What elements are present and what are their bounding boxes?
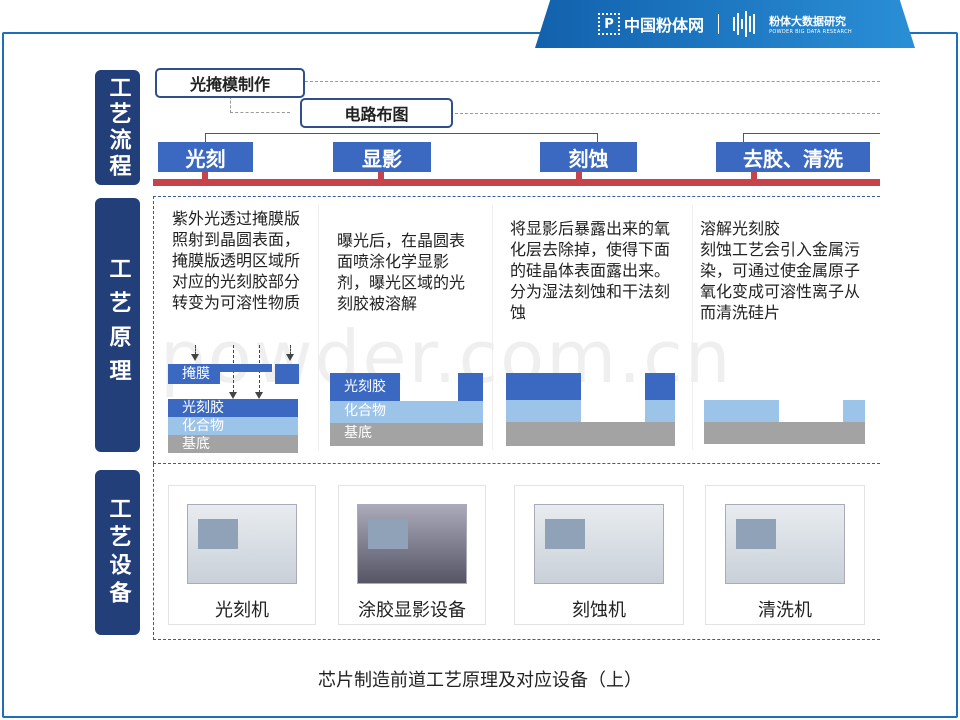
substrate-layer: 基底 bbox=[168, 435, 298, 453]
photoresist-remaining bbox=[458, 373, 483, 401]
equipment-label: 光刻机 bbox=[215, 600, 269, 621]
mask-making-box: 光掩模制作 bbox=[155, 68, 305, 98]
step-develop: 显影 bbox=[333, 142, 431, 172]
photoresist-layer: 光刻胶 bbox=[168, 399, 298, 417]
photoresist-layer: 光刻胶 bbox=[330, 373, 400, 401]
lithography-machine-image bbox=[187, 504, 297, 584]
compound-layer: 化合物 bbox=[330, 401, 483, 423]
watermark: powder.com.cn bbox=[160, 315, 733, 399]
bar-logo-icon bbox=[733, 11, 756, 37]
circuit-dashed-line bbox=[455, 113, 880, 114]
compound-layer bbox=[645, 400, 675, 422]
timeline-tick bbox=[202, 172, 208, 181]
section-principle-label: 工艺原理 bbox=[95, 198, 140, 452]
brand2-text: 粉体大数据研究 bbox=[769, 15, 847, 28]
equipment-area bbox=[153, 464, 880, 640]
principle-text-clean: 溶解光刻胶 刻蚀工艺会引入金属污染，可通过使金属原子氧化变成可溶性离子从而清洗硅… bbox=[700, 219, 861, 322]
separator bbox=[492, 205, 493, 450]
connector bbox=[230, 96, 290, 113]
timeline-tick bbox=[751, 172, 757, 181]
mask-layer-bridge bbox=[220, 364, 272, 372]
bracket-line bbox=[743, 133, 880, 143]
equipment-card-coater[interactable]: 涂胶显影设备 bbox=[338, 485, 486, 625]
coater-developer-image bbox=[357, 504, 467, 584]
divider bbox=[718, 14, 720, 34]
brand-logo-icon: P bbox=[598, 13, 621, 35]
separator bbox=[692, 205, 693, 450]
principle-text-etch: 将显影后暴露出来的氧化层去除掉，使得下面的硅晶体表面露出来。分为湿法刻蚀和干法刻… bbox=[510, 219, 671, 322]
compound-layer bbox=[704, 400, 779, 422]
substrate-layer bbox=[704, 422, 865, 444]
principle-area bbox=[153, 196, 880, 464]
section-equipment-label: 工艺设备 bbox=[95, 470, 140, 635]
equipment-label: 刻蚀机 bbox=[572, 600, 626, 621]
figure-caption: 芯片制造前道工艺原理及对应设备（上） bbox=[318, 670, 642, 691]
mask-dashed-line bbox=[305, 81, 880, 82]
light-arrow bbox=[191, 345, 199, 361]
page-frame bbox=[2, 32, 958, 718]
brand2-sub: POWDER BIG DATA RESEARCH bbox=[769, 29, 852, 35]
equipment-label: 涂胶显影设备 bbox=[358, 600, 466, 621]
circuit-layout-box: 电路布图 bbox=[300, 98, 453, 128]
step-lithography: 光刻 bbox=[158, 142, 253, 172]
etcher-image bbox=[534, 504, 664, 584]
bracket-line bbox=[205, 133, 598, 143]
compound-layer bbox=[506, 400, 581, 422]
compound-layer bbox=[843, 400, 865, 422]
light-arrow bbox=[286, 345, 294, 361]
equipment-card-cleaner[interactable]: 清洗机 bbox=[705, 485, 865, 625]
brand1-text: 中国粉体网 bbox=[624, 16, 705, 35]
timeline-bar bbox=[153, 179, 880, 186]
equipment-card-lithography[interactable]: 光刻机 bbox=[168, 485, 316, 625]
step-strip-clean: 去胶、清洗 bbox=[716, 142, 870, 172]
section-flow-label: 工艺流程 bbox=[95, 70, 140, 185]
mask-layer: 掩膜 bbox=[168, 364, 220, 384]
photoresist-layer bbox=[645, 373, 675, 400]
substrate-layer: 基底 bbox=[330, 423, 483, 446]
compound-layer: 化合物 bbox=[168, 417, 298, 435]
separator bbox=[318, 205, 319, 450]
substrate-layer bbox=[506, 422, 675, 446]
timeline-tick bbox=[378, 172, 384, 181]
mask-layer-right bbox=[275, 364, 299, 384]
cleaner-image bbox=[725, 504, 845, 584]
equipment-card-etcher[interactable]: 刻蚀机 bbox=[514, 485, 684, 625]
timeline-tick bbox=[576, 172, 582, 181]
principle-text-develop: 曝光后，在晶圆表面喷涂化学显影剂，曝光区域的光刻胶被溶解 bbox=[337, 231, 466, 313]
step-etch: 刻蚀 bbox=[540, 142, 637, 172]
photoresist-layer bbox=[506, 373, 581, 400]
principle-text-lithography: 紫外光透过掩膜版照射到晶圆表面，掩膜版透明区域所对应的光刻胶部分转变为可溶性物质 bbox=[172, 209, 301, 312]
equipment-label: 清洗机 bbox=[758, 600, 812, 621]
